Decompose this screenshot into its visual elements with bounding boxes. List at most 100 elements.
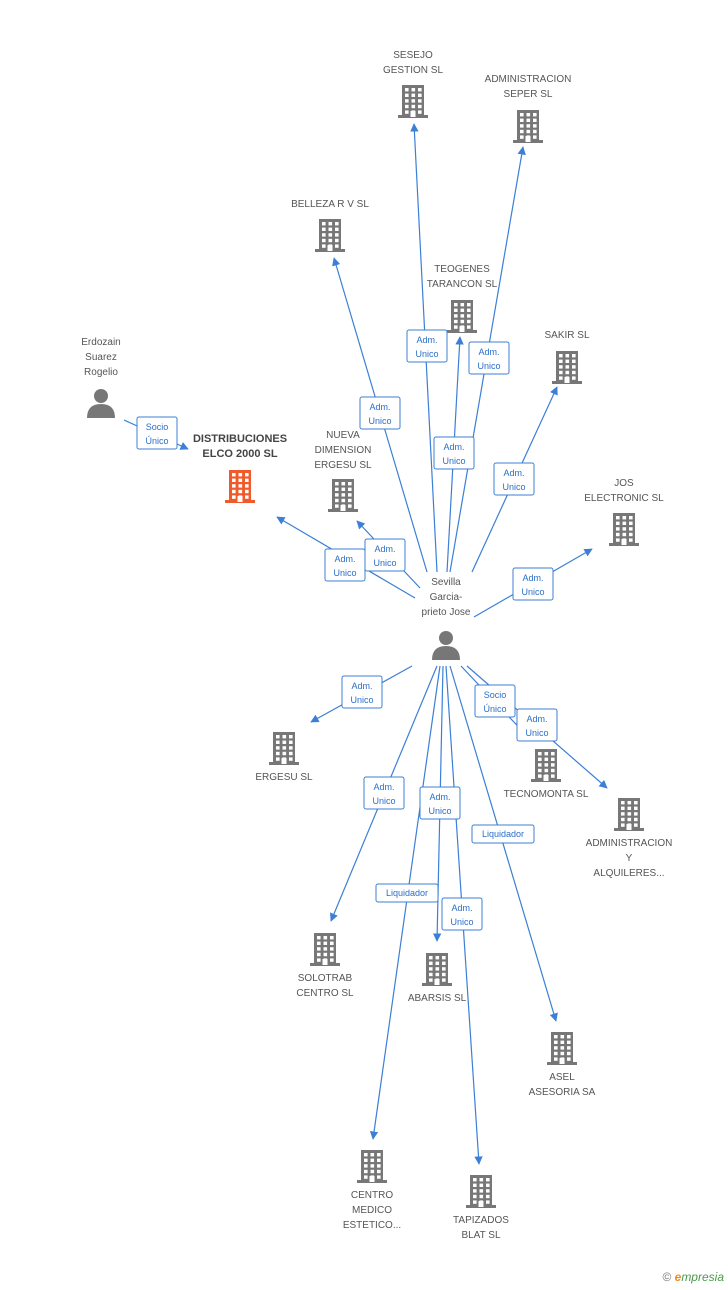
node-label: BELLEZA R V SL (291, 199, 369, 210)
node-label: SESEJO (393, 50, 433, 61)
node-label: MEDICO (352, 1205, 392, 1216)
node-label: ERGESU SL (255, 772, 313, 783)
node-label: CENTRO SL (296, 988, 354, 999)
role-text: Adm. (503, 468, 524, 478)
role-label[interactable]: Adm. Unico (324, 548, 366, 582)
node-label: ADMINISTRACION (586, 838, 673, 849)
role-label[interactable]: Adm. Unico (341, 675, 383, 709)
role-text: Unico (442, 456, 465, 466)
node-label: TEOGENES (434, 264, 490, 275)
building-icon (269, 732, 299, 765)
role-text: Adm. (522, 573, 543, 583)
building-icon (466, 1175, 496, 1208)
node-label: NUEVA (326, 430, 360, 441)
building-icon (422, 953, 452, 986)
node-admalq[interactable]: ADMINISTRACION Y ALQUILERES... (586, 798, 673, 879)
node-belleza[interactable]: BELLEZA R V SL (291, 199, 369, 252)
role-text: Unico (368, 416, 391, 426)
node-label: TAPIZADOS (453, 1215, 509, 1226)
role-label[interactable]: Adm. Unico (363, 776, 405, 810)
node-label: ALQUILERES... (593, 868, 664, 879)
node-label: TARANCON SL (427, 279, 498, 290)
role-text: Unico (415, 349, 438, 359)
role-text: Liquidador (386, 888, 428, 898)
role-text: Liquidador (482, 829, 524, 839)
copyright-symbol: © (662, 1270, 672, 1284)
node-tecnomonta[interactable]: TECNOMONTA SL (504, 749, 589, 800)
node-label: GESTION SL (383, 65, 443, 76)
role-text: Unico (350, 695, 373, 705)
node-abarsis[interactable]: ABARSIS SL (408, 953, 467, 1004)
node-centro[interactable]: CENTROMEDICOESTETICO... (343, 1150, 401, 1231)
footer-brand: © empresia (662, 1270, 724, 1284)
node-label: JOS (614, 478, 634, 489)
node-sesejo[interactable]: SESEJO GESTION SL (383, 50, 443, 118)
role-label[interactable]: Adm.Unico (516, 708, 558, 742)
node-label: Y (626, 853, 633, 864)
node-label: SAKIR SL (544, 330, 589, 341)
node-label: Garcia- (430, 592, 463, 603)
node-label: SEPER SL (504, 89, 553, 100)
role-text: Único (145, 436, 168, 446)
role-text: Unico (372, 796, 395, 806)
node-label: ELCO 2000 SL (202, 448, 277, 460)
role-label[interactable]: Adm. Unico (359, 396, 401, 430)
role-text: Adm. (373, 782, 394, 792)
role-label[interactable]: Adm.Unico (441, 897, 483, 931)
node-jos[interactable]: JOS ELECTRONIC SL (584, 478, 664, 546)
role-text: Adm. (429, 792, 450, 802)
node-label: Rogelio (84, 367, 118, 378)
role-text: Unico (333, 568, 356, 578)
node-label: ELECTRONIC SL (584, 493, 664, 504)
node-distribuciones[interactable]: DISTRIBUCIONES ELCO 2000 SL (193, 433, 287, 503)
node-label: prieto Jose (422, 607, 471, 618)
node-label: DIMENSION (315, 445, 372, 456)
role-label[interactable]: Liquidador (375, 883, 439, 903)
building-icon (310, 933, 340, 966)
role-label[interactable]: Adm.Unico (364, 538, 406, 572)
node-teogenes[interactable]: TEOGENES TARANCON SL (427, 264, 498, 333)
node-label: Sevilla (431, 577, 461, 588)
role-label[interactable]: Adm. Unico (406, 329, 448, 363)
building-icon (552, 351, 582, 384)
building-icon (614, 798, 644, 831)
node-label: ASESORIA SA (529, 1087, 596, 1098)
role-text: Único (483, 704, 506, 714)
node-label: Suarez (85, 352, 117, 363)
role-label[interactable]: Adm. Unico (493, 462, 535, 496)
role-text: Adm. (416, 335, 437, 345)
role-text: Adm. (351, 681, 372, 691)
brand-name: mpresia (681, 1270, 724, 1284)
node-label: DISTRIBUCIONES (193, 433, 287, 445)
role-text: Socio (146, 422, 169, 432)
building-icon (547, 1032, 577, 1065)
node-ergesu[interactable]: ERGESU SL (255, 732, 313, 783)
building-icon (357, 1150, 387, 1183)
role-text: Adm. (369, 402, 390, 412)
building-icon (447, 300, 477, 333)
role-label[interactable]: Adm.Unico (512, 567, 554, 601)
building-icon (513, 110, 543, 143)
role-label[interactable]: Liquidador (471, 824, 535, 844)
role-label[interactable]: Adm.Unico (433, 436, 475, 470)
role-text: Unico (502, 482, 525, 492)
node-sakir[interactable]: SAKIR SL (544, 330, 590, 384)
role-text: Adm. (334, 554, 355, 564)
role-label[interactable]: Adm.Unico (468, 341, 510, 375)
node-label: CENTRO (351, 1190, 393, 1201)
role-text: Socio (484, 690, 507, 700)
role-label[interactable]: Adm.Unico (419, 786, 461, 820)
role-text: Adm. (526, 714, 547, 724)
node-label: Erdozain (81, 337, 120, 348)
building-icon (609, 513, 639, 546)
building-icon (225, 470, 255, 503)
